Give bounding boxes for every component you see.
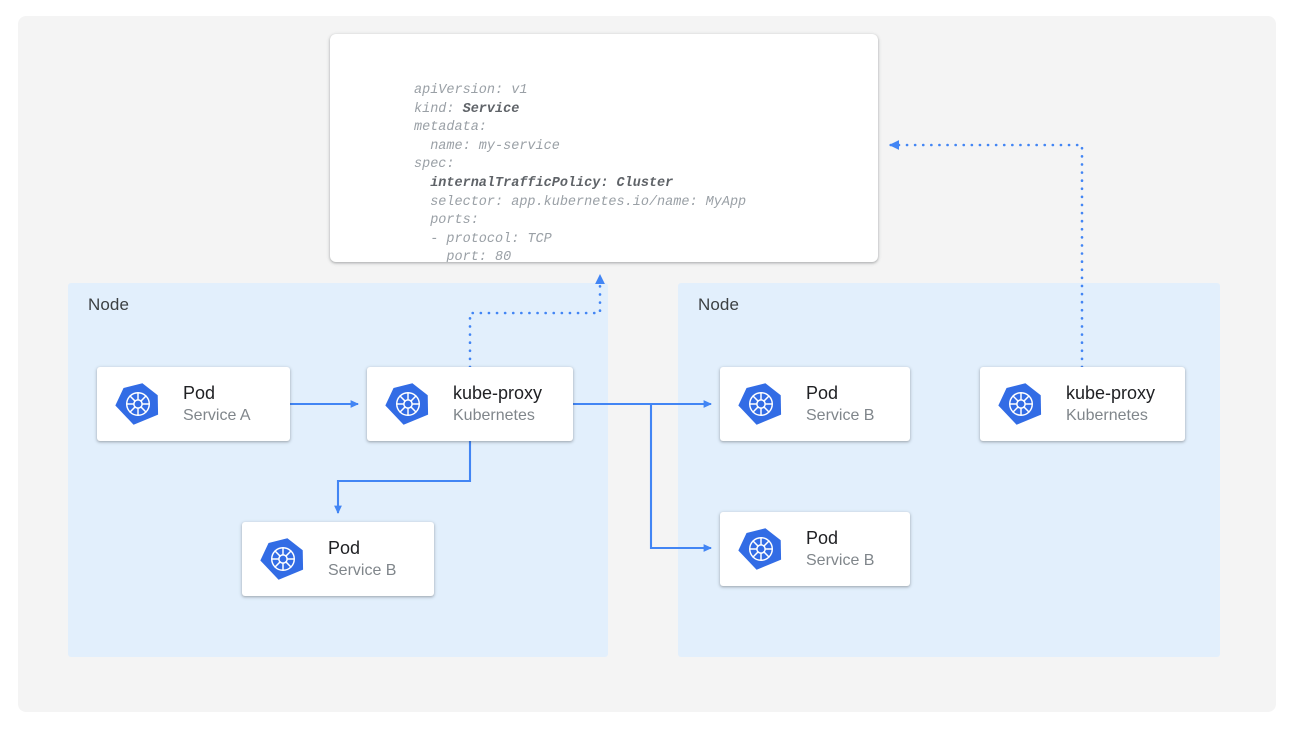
node-region-right: Node <box>678 283 1220 657</box>
card-title: Pod <box>183 383 216 404</box>
card-subtitle: Kubernetes <box>453 407 535 425</box>
card-subtitle: Service B <box>806 552 875 570</box>
card-text: Pod Service B <box>784 526 910 572</box>
card-pod-service-b-right-1[interactable]: Pod Service B <box>720 367 910 441</box>
card-pod-service-a[interactable]: Pod Service A <box>97 367 290 441</box>
node-label-right: Node <box>698 295 740 314</box>
node-region-left: Node <box>68 283 608 657</box>
kubernetes-icon <box>998 381 1044 427</box>
card-title: Pod <box>806 383 839 404</box>
node-label-left: Node <box>88 295 130 314</box>
service-manifest-box: apiVersion: v1 kind: Service metadata: n… <box>330 34 878 262</box>
card-kube-proxy-right[interactable]: kube-proxy Kubernetes <box>980 367 1185 441</box>
card-subtitle: Service A <box>183 407 251 425</box>
kubernetes-icon <box>738 381 784 427</box>
kubernetes-icon <box>260 536 306 582</box>
card-pod-service-b-right-2[interactable]: Pod Service B <box>720 512 910 586</box>
card-text: Pod Service A <box>161 381 290 427</box>
card-title: Pod <box>328 538 361 559</box>
card-subtitle: Service B <box>328 562 397 580</box>
card-subtitle: Service B <box>806 407 875 425</box>
kubernetes-icon <box>115 381 161 427</box>
card-pod-service-b-left[interactable]: Pod Service B <box>242 522 434 596</box>
kubernetes-icon <box>738 526 784 572</box>
card-text: Pod Service B <box>306 536 434 582</box>
card-text: kube-proxy Kubernetes <box>431 381 573 427</box>
card-title: Pod <box>806 528 839 549</box>
card-subtitle: Kubernetes <box>1066 407 1148 425</box>
card-text: Pod Service B <box>784 381 910 427</box>
card-title: kube-proxy <box>1066 383 1156 404</box>
card-kube-proxy-left[interactable]: kube-proxy Kubernetes <box>367 367 573 441</box>
card-title: kube-proxy <box>453 383 543 404</box>
service-manifest-code: apiVersion: v1 kind: Service metadata: n… <box>414 83 747 262</box>
kubernetes-icon <box>385 381 431 427</box>
card-text: kube-proxy Kubernetes <box>1044 381 1185 427</box>
